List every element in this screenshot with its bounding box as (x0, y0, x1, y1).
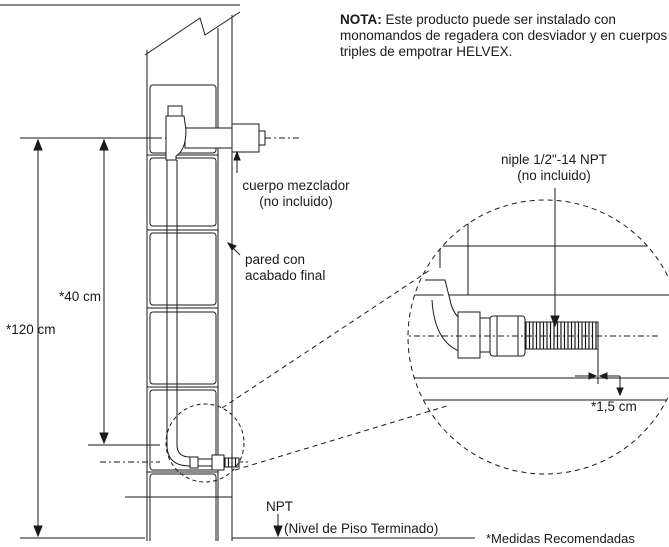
dim-120-label: *120 cm (6, 322, 56, 337)
dim-40-line (88, 137, 160, 446)
dim-40-label: *40 cm (59, 289, 102, 304)
dim-1-5-label: *1,5 cm (591, 399, 637, 414)
outlet-fitting (100, 454, 248, 471)
recommended-note: *Medidas Recomendadas (486, 531, 635, 546)
npt-label: NPT (266, 499, 293, 514)
mixer-body (100, 123, 300, 153)
mixer-label-line2: (no incluido) (259, 194, 333, 209)
dim-1-5-arrows (575, 372, 624, 397)
detail-tangent-top (221, 269, 431, 409)
nipple-label-line2: (no incluido) (517, 168, 591, 183)
nipple-label: niple 1/2"-14 NPT (no incluido) (474, 152, 634, 184)
wall-structure (146, 15, 233, 541)
note-label: NOTA: (340, 12, 382, 27)
nipple-label-line1: niple 1/2"-14 NPT (500, 152, 608, 167)
riser-pipe (165, 105, 191, 467)
mixer-label-line1: cuerpo mezclador (242, 178, 350, 193)
installation-note: NOTA: Este producto puede ser instalado … (340, 12, 669, 60)
npt-full-label: (Nivel de Piso Terminado) (284, 521, 439, 536)
wall-label-line1: pared con (245, 252, 306, 267)
mixer-label: cuerpo mezclador (no incluido) (226, 178, 366, 210)
zoom-detail (408, 200, 669, 401)
detail-circle (165, 403, 245, 483)
wall-label: pared con acabado final (245, 252, 325, 284)
note-text: Este producto puede ser instalado con mo… (340, 12, 668, 59)
dim-120-line (20, 137, 145, 539)
wall-break-line (144, 11, 241, 56)
floor-npt (125, 496, 475, 539)
detail-tangent-bottom (234, 404, 451, 471)
wall-label-line2: acabado final (245, 268, 326, 283)
